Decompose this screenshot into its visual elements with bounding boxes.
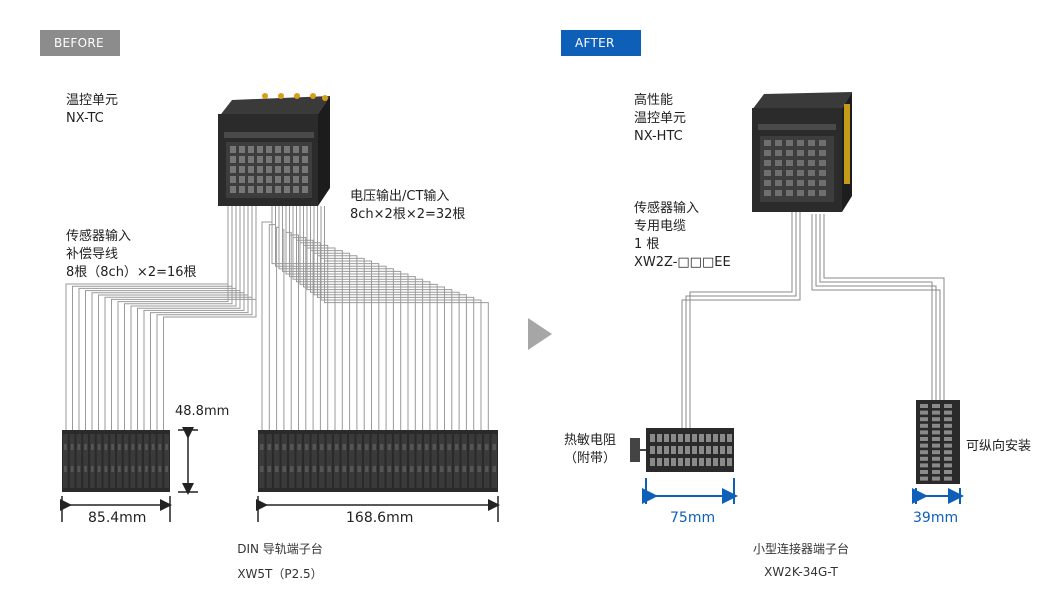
after-caption-line1: 小型连接器端子台 (752, 542, 849, 556)
after-cables (681, 210, 945, 430)
output-label-line2: 8ch×2根×2=32根 (350, 207, 466, 222)
before-dimensions (60, 427, 500, 522)
before-tag: BEFORE (40, 30, 120, 56)
nx-htc-label: 高性能 温控单元 NX-HTC (634, 92, 686, 146)
thermistor-label: 热敏电阻 （附带） (564, 432, 616, 468)
thermistor-label-line2: （附带） (564, 451, 617, 466)
nx-tc-label-line2: NX-TC (66, 111, 104, 126)
before-caption-line2: XW5T（P2.5） (237, 567, 323, 581)
nx-tc-label-line1: 温控单元 (66, 93, 119, 108)
output-label-line1: 电压输出/CT输入 (350, 189, 450, 204)
cable-label: 传感器输入 专用电缆 1 根 XW2Z-□□□EE (634, 200, 731, 272)
after-caption: 小型连接器端子台 XW2K-34G-T (716, 540, 886, 579)
before-caption-line1: DIN 导轨端子台 (237, 542, 323, 556)
terminal-block-small (62, 430, 170, 492)
output-label: 电压输出/CT输入 8ch×2根×2=32根 (350, 188, 465, 224)
sensor-input-label: 传感器输入 补偿导线 8根（8ch）×2=16根 (66, 228, 197, 282)
connector-terminal-block-vertical (916, 400, 960, 484)
width-small-dimension: 85.4mm (88, 510, 147, 526)
nx-tc-label: 温控单元 NX-TC (66, 92, 118, 128)
after-tag: AFTER (561, 30, 641, 56)
thermistor-label-line1: 热敏电阻 (564, 433, 617, 448)
cable-label-line4: XW2Z-□□□EE (634, 255, 731, 270)
terminal-block-large (258, 430, 498, 492)
width-a-dimension: 75mm (670, 510, 716, 526)
connector-terminal-block-horizontal (630, 428, 734, 472)
height-dimension: 48.8mm (175, 404, 230, 419)
before-wires (65, 206, 489, 430)
sensor-input-line2: 补偿导线 (66, 247, 119, 262)
after-caption-line2: XW2K-34G-T (764, 565, 838, 579)
width-large-dimension: 168.6mm (346, 510, 414, 526)
cable-label-line2: 专用电缆 (634, 219, 687, 234)
nx-htc-label-line1: 高性能 (634, 93, 674, 108)
sensor-input-line3: 8根（8ch）×2=16根 (66, 265, 197, 280)
nx-htc-label-line2: 温控单元 (634, 111, 687, 126)
nx-htc-label-line3: NX-HTC (634, 129, 683, 144)
nx-tc-module (218, 93, 330, 206)
sensor-input-line1: 传感器输入 (66, 229, 132, 244)
nx-htc-module (752, 92, 852, 212)
before-caption: DIN 导轨端子台 XW5T（P2.5） (200, 540, 360, 582)
cable-label-line1: 传感器输入 (634, 201, 700, 216)
cable-label-line3: 1 根 (634, 237, 660, 252)
vertical-mount-label: 可纵向安装 (966, 439, 1032, 454)
transition-arrow (528, 318, 552, 350)
after-dimensions (642, 478, 964, 504)
width-b-dimension: 39mm (913, 510, 959, 526)
